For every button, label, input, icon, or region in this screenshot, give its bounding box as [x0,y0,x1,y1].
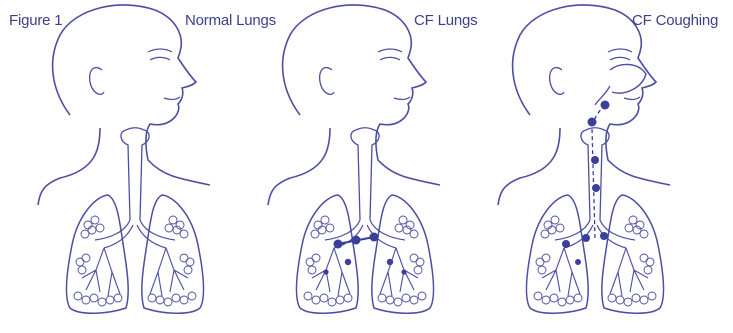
panel-cf-lungs [268,5,440,313]
panel-title-cf-lungs: CF Lungs [414,12,477,29]
mucus-moving-up [562,101,610,266]
panel-cf-coughing [498,5,670,313]
panel-normal-lungs [38,5,210,313]
panel-title-normal-lungs: Normal Lungs [185,12,276,29]
figure-label: Figure 1 [9,12,62,29]
panel-title-cf-coughing: CF Coughing [632,12,718,29]
